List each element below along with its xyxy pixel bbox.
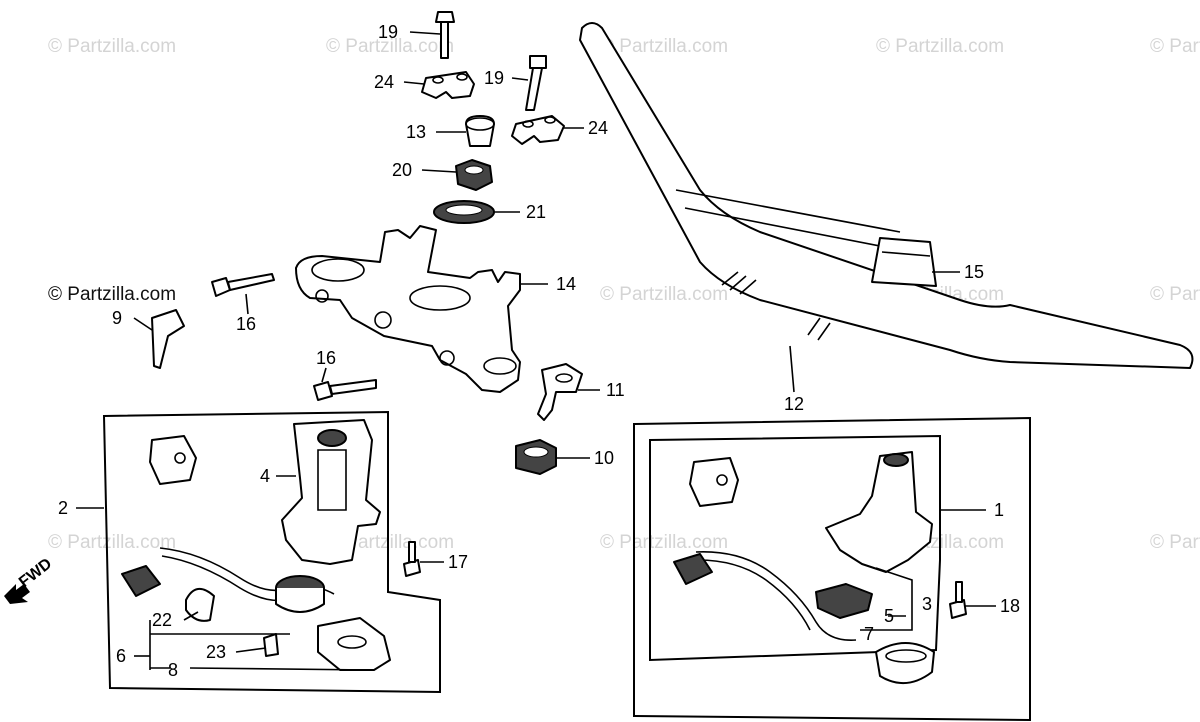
callout-6: 6 — [116, 646, 126, 666]
watermark-text: © Partzilla.com — [1150, 284, 1200, 305]
callout-23: 23 — [206, 642, 226, 662]
key-part-9[interactable] — [151, 309, 185, 369]
bolt-part-19-a[interactable] — [435, 11, 455, 59]
watermark-text-dark: © Partzilla.com — [48, 284, 176, 305]
callout-17: 17 — [448, 552, 468, 572]
forward-arrow-icon — [4, 584, 30, 604]
callout-19: 19 — [484, 68, 504, 88]
callout-5: 5 — [884, 606, 894, 626]
screw-part-18[interactable] — [949, 581, 967, 619]
handlebar-holder-part-24-a[interactable] — [421, 71, 475, 99]
callout-24: 24 — [588, 118, 608, 138]
callout-19: 19 — [378, 22, 398, 42]
callout-15: 15 — [964, 262, 984, 282]
washer-part-21[interactable] — [433, 200, 495, 224]
watermark-text: © Partzilla.com — [326, 36, 454, 57]
watermark-text: © Partzilla.com — [876, 36, 1004, 57]
callout-3: 3 — [922, 594, 932, 614]
watermark-text: © Partzilla.com — [48, 532, 176, 553]
ignition-switch-assembly-2[interactable] — [102, 410, 441, 694]
watermark-text: © Partzilla.com — [48, 36, 176, 57]
callout-10: 10 — [594, 448, 614, 468]
callout-11: 11 — [606, 380, 625, 400]
callout-24: 24 — [374, 72, 394, 92]
watermark-text: © Partzilla.com — [326, 532, 454, 553]
callout-22: 22 — [152, 610, 172, 630]
watermark-text: © Partzilla.com — [1150, 36, 1200, 57]
screw-part-17[interactable] — [403, 541, 421, 577]
nut-part-20[interactable] — [455, 159, 493, 191]
callout-7: 7 — [864, 624, 874, 644]
callout-18: 18 — [1000, 596, 1020, 616]
callout-1: 1 — [994, 500, 1004, 520]
callout-8: 8 — [168, 660, 178, 680]
forward-direction-indicator: FWD — [4, 555, 55, 604]
top-bridge-part-14[interactable] — [295, 225, 521, 393]
callout-20: 20 — [392, 160, 412, 180]
ignition-switch-assembly-1[interactable] — [633, 416, 1031, 722]
watermark-text: © Partzilla.com — [600, 532, 728, 553]
callout-16: 16 — [236, 314, 256, 334]
callout-14: 14 — [556, 274, 576, 294]
callout-2: 2 — [58, 498, 68, 518]
handlebar-clamp-cover-15[interactable] — [871, 237, 937, 287]
handlebar-part-12[interactable] — [579, 22, 1194, 369]
watermark-text: © Partzilla.com — [1150, 532, 1200, 553]
callout-12: 12 — [784, 394, 804, 414]
callout-labels: 19 24 19 24 13 20 21 14 16 9 16 11 10 12… — [58, 22, 1020, 680]
handlebar-holder-part-24-b[interactable] — [511, 115, 565, 145]
callout-21: 21 — [526, 202, 546, 222]
callout-16: 16 — [316, 348, 336, 368]
callout-13: 13 — [406, 122, 426, 142]
callout-9: 9 — [112, 308, 122, 328]
callout-4: 4 — [260, 466, 270, 486]
grommet-part-10[interactable] — [515, 439, 557, 475]
fwd-label: FWD — [16, 555, 55, 591]
callout-leaders — [76, 31, 996, 671]
watermarks: © Partzilla.com © Partzilla.com © Partzi… — [48, 36, 1200, 553]
holder-part-11[interactable] — [537, 363, 583, 421]
bolt-part-16-b[interactable] — [313, 379, 377, 401]
cap-part-13[interactable] — [465, 115, 495, 147]
bolt-part-16-a[interactable] — [211, 273, 275, 297]
watermark-text: © Partzilla.com — [600, 284, 728, 305]
bolt-part-19-b[interactable] — [525, 55, 547, 111]
watermark-text: © Partzilla.com — [600, 36, 728, 57]
